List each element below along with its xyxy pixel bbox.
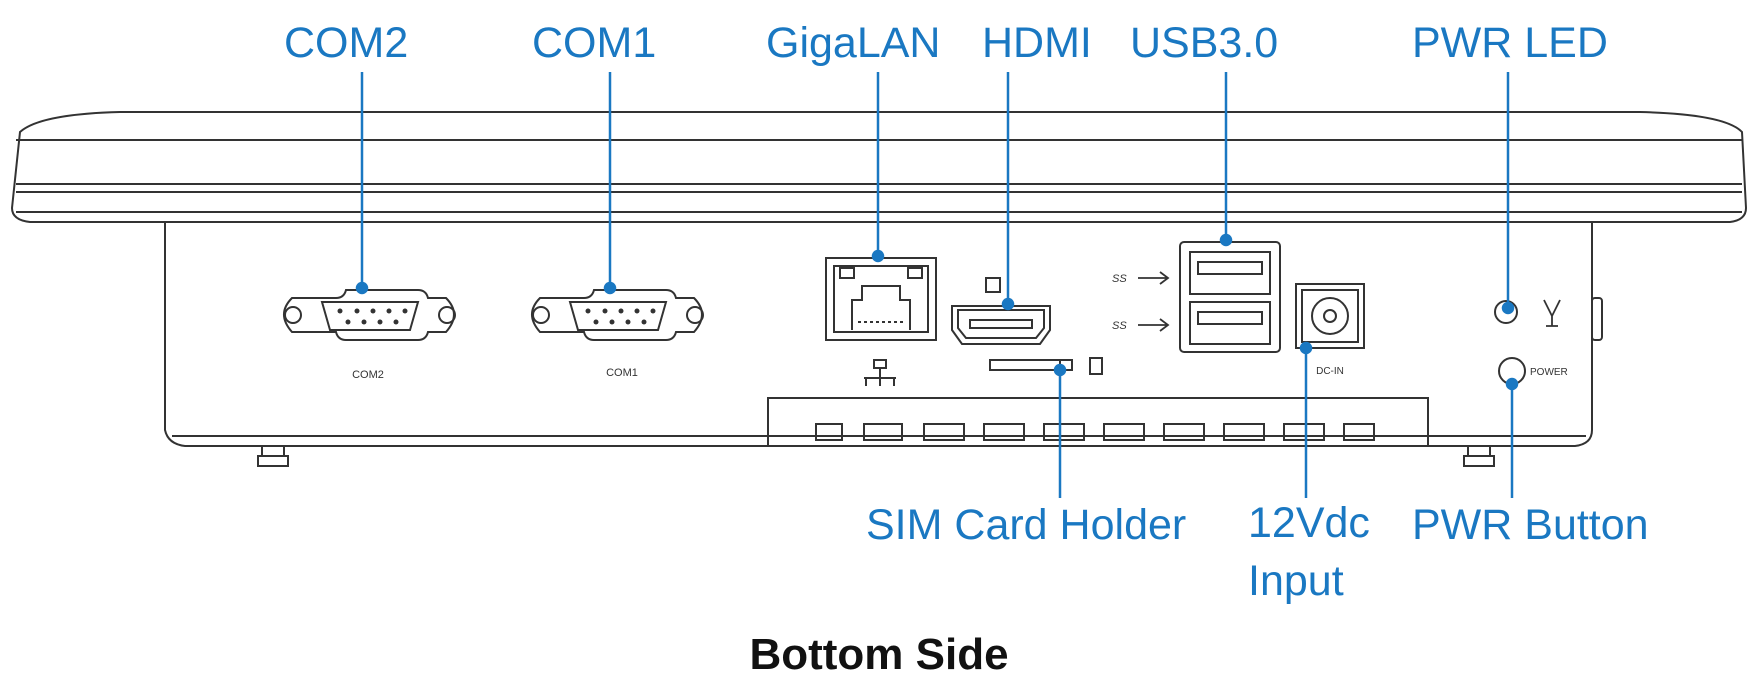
usb30-ports bbox=[1179, 241, 1281, 353]
vent-slots bbox=[815, 423, 1375, 441]
vent-slot bbox=[923, 423, 965, 441]
callout-dc-input: 12Vdc Input bbox=[1248, 494, 1370, 610]
callout-com1: COM1 bbox=[532, 19, 657, 67]
panel-label-power: POWER bbox=[1530, 367, 1568, 378]
network-icon bbox=[864, 359, 896, 386]
callout-dc-input-line2: Input bbox=[1248, 557, 1344, 605]
vent-slot bbox=[1103, 423, 1145, 441]
callout-pwr-button: PWR Button bbox=[1412, 501, 1649, 549]
vent-slot bbox=[863, 423, 903, 441]
callout-sim-card-holder: SIM Card Holder bbox=[866, 501, 1187, 549]
com1-pins bbox=[585, 308, 656, 325]
vent-slot bbox=[1043, 423, 1085, 441]
callout-pwr-led: PWR LED bbox=[1412, 19, 1608, 67]
hdmi-port bbox=[951, 277, 1051, 345]
leader-lines bbox=[355, 72, 1519, 498]
callout-com2: COM2 bbox=[284, 19, 409, 67]
vent-slot bbox=[1343, 423, 1375, 441]
panel-label-usb-ss: SS bbox=[1112, 273, 1127, 285]
com2-pins bbox=[337, 308, 408, 325]
bezel-outline bbox=[10, 111, 1748, 223]
com2-port bbox=[283, 289, 456, 341]
panel-label-com2: COM2 bbox=[352, 369, 384, 381]
usb-ss-icons bbox=[1138, 271, 1170, 332]
vent-slot bbox=[1283, 423, 1325, 441]
callout-hdmi: HDMI bbox=[982, 19, 1092, 67]
led-icon bbox=[1543, 299, 1561, 327]
vent-slot bbox=[1223, 423, 1265, 441]
panel-label-com1: COM1 bbox=[606, 367, 638, 379]
gigalan-port bbox=[825, 257, 937, 341]
foot bbox=[1463, 445, 1495, 467]
callout-usb30: USB3.0 bbox=[1130, 19, 1279, 67]
vent-slot bbox=[815, 423, 843, 441]
vent-frame bbox=[767, 397, 1429, 446]
pwr-led bbox=[1494, 300, 1518, 324]
vent-slot bbox=[983, 423, 1025, 441]
sim-slot bbox=[989, 357, 1103, 375]
foot bbox=[257, 445, 289, 467]
vent-slot bbox=[1163, 423, 1205, 441]
callout-gigalan: GigaLAN bbox=[766, 19, 941, 67]
side-knob bbox=[1591, 297, 1603, 341]
panel-label-dc-in: DC-IN bbox=[1316, 366, 1344, 377]
chassis-body bbox=[164, 222, 1593, 447]
callout-dc-input-line1: 12Vdc bbox=[1248, 499, 1370, 547]
com1-port bbox=[531, 289, 704, 341]
dc-in-jack bbox=[1295, 283, 1365, 349]
diagram-caption: Bottom Side bbox=[749, 630, 1009, 679]
panel-label-usb-ss: SS bbox=[1112, 320, 1127, 332]
